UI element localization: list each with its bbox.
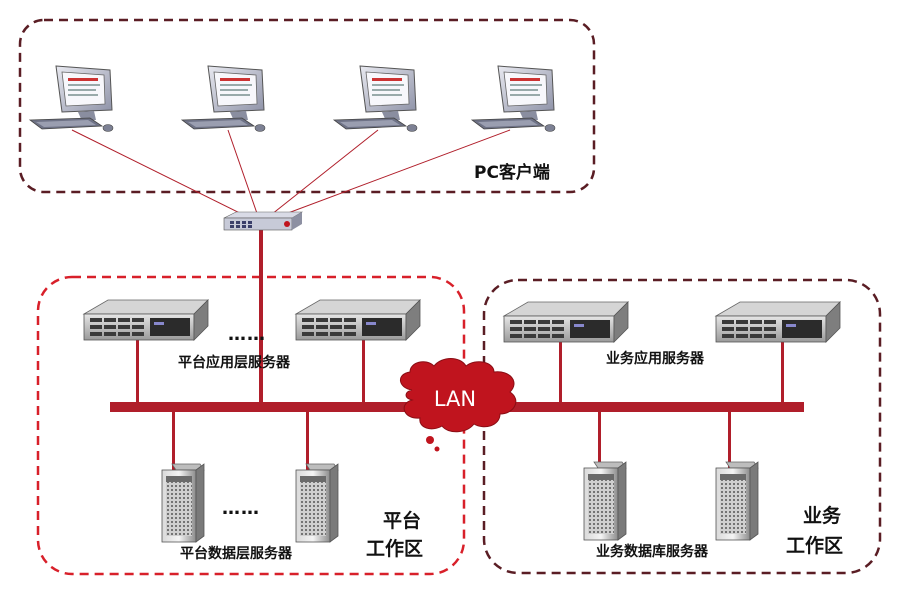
lan-cloud-icon: LAN [400,358,517,452]
rack-server-icon [715,301,841,343]
server-drops [136,338,784,472]
rack-server-icon [83,299,209,341]
tower-server-icon [715,461,759,541]
business-app-servers-label: 业务应用服务器 [606,350,705,367]
platform-db-ellipsis: …… [222,498,260,519]
pc-clients-label: PC客户端 [474,162,550,183]
platform-app-servers-label: 平台应用层服务器 [178,354,291,371]
tower-server-icon [161,463,205,543]
tower-server-icon [583,461,627,541]
pc-client-zone-border [18,18,596,194]
rack-server-icon [295,299,421,341]
business-db-servers-label: 业务数据库服务器 [596,543,709,560]
platform-app-ellipsis: …… [228,324,266,345]
desktop-computer-icon [29,65,114,132]
client-links [71,129,511,223]
desktop-computer-icon [181,65,266,132]
desktop-computer-icon [333,65,418,132]
network-switch-icon [223,211,304,231]
lan-label: LAN [434,387,476,411]
business-zone-label-line2: 工作区 [786,534,843,557]
business-zone-label-line1: 业务 [803,504,842,527]
platform-db-servers-label: 平台数据层服务器 [180,545,293,562]
uplink-line [259,230,263,408]
tower-server-icon [295,463,339,543]
platform-zone-label-line1: 平台 [383,509,421,532]
desktop-computer-icon [471,65,556,132]
rack-server-icon [503,301,629,343]
platform-zone-label-line2: 工作区 [366,537,423,560]
